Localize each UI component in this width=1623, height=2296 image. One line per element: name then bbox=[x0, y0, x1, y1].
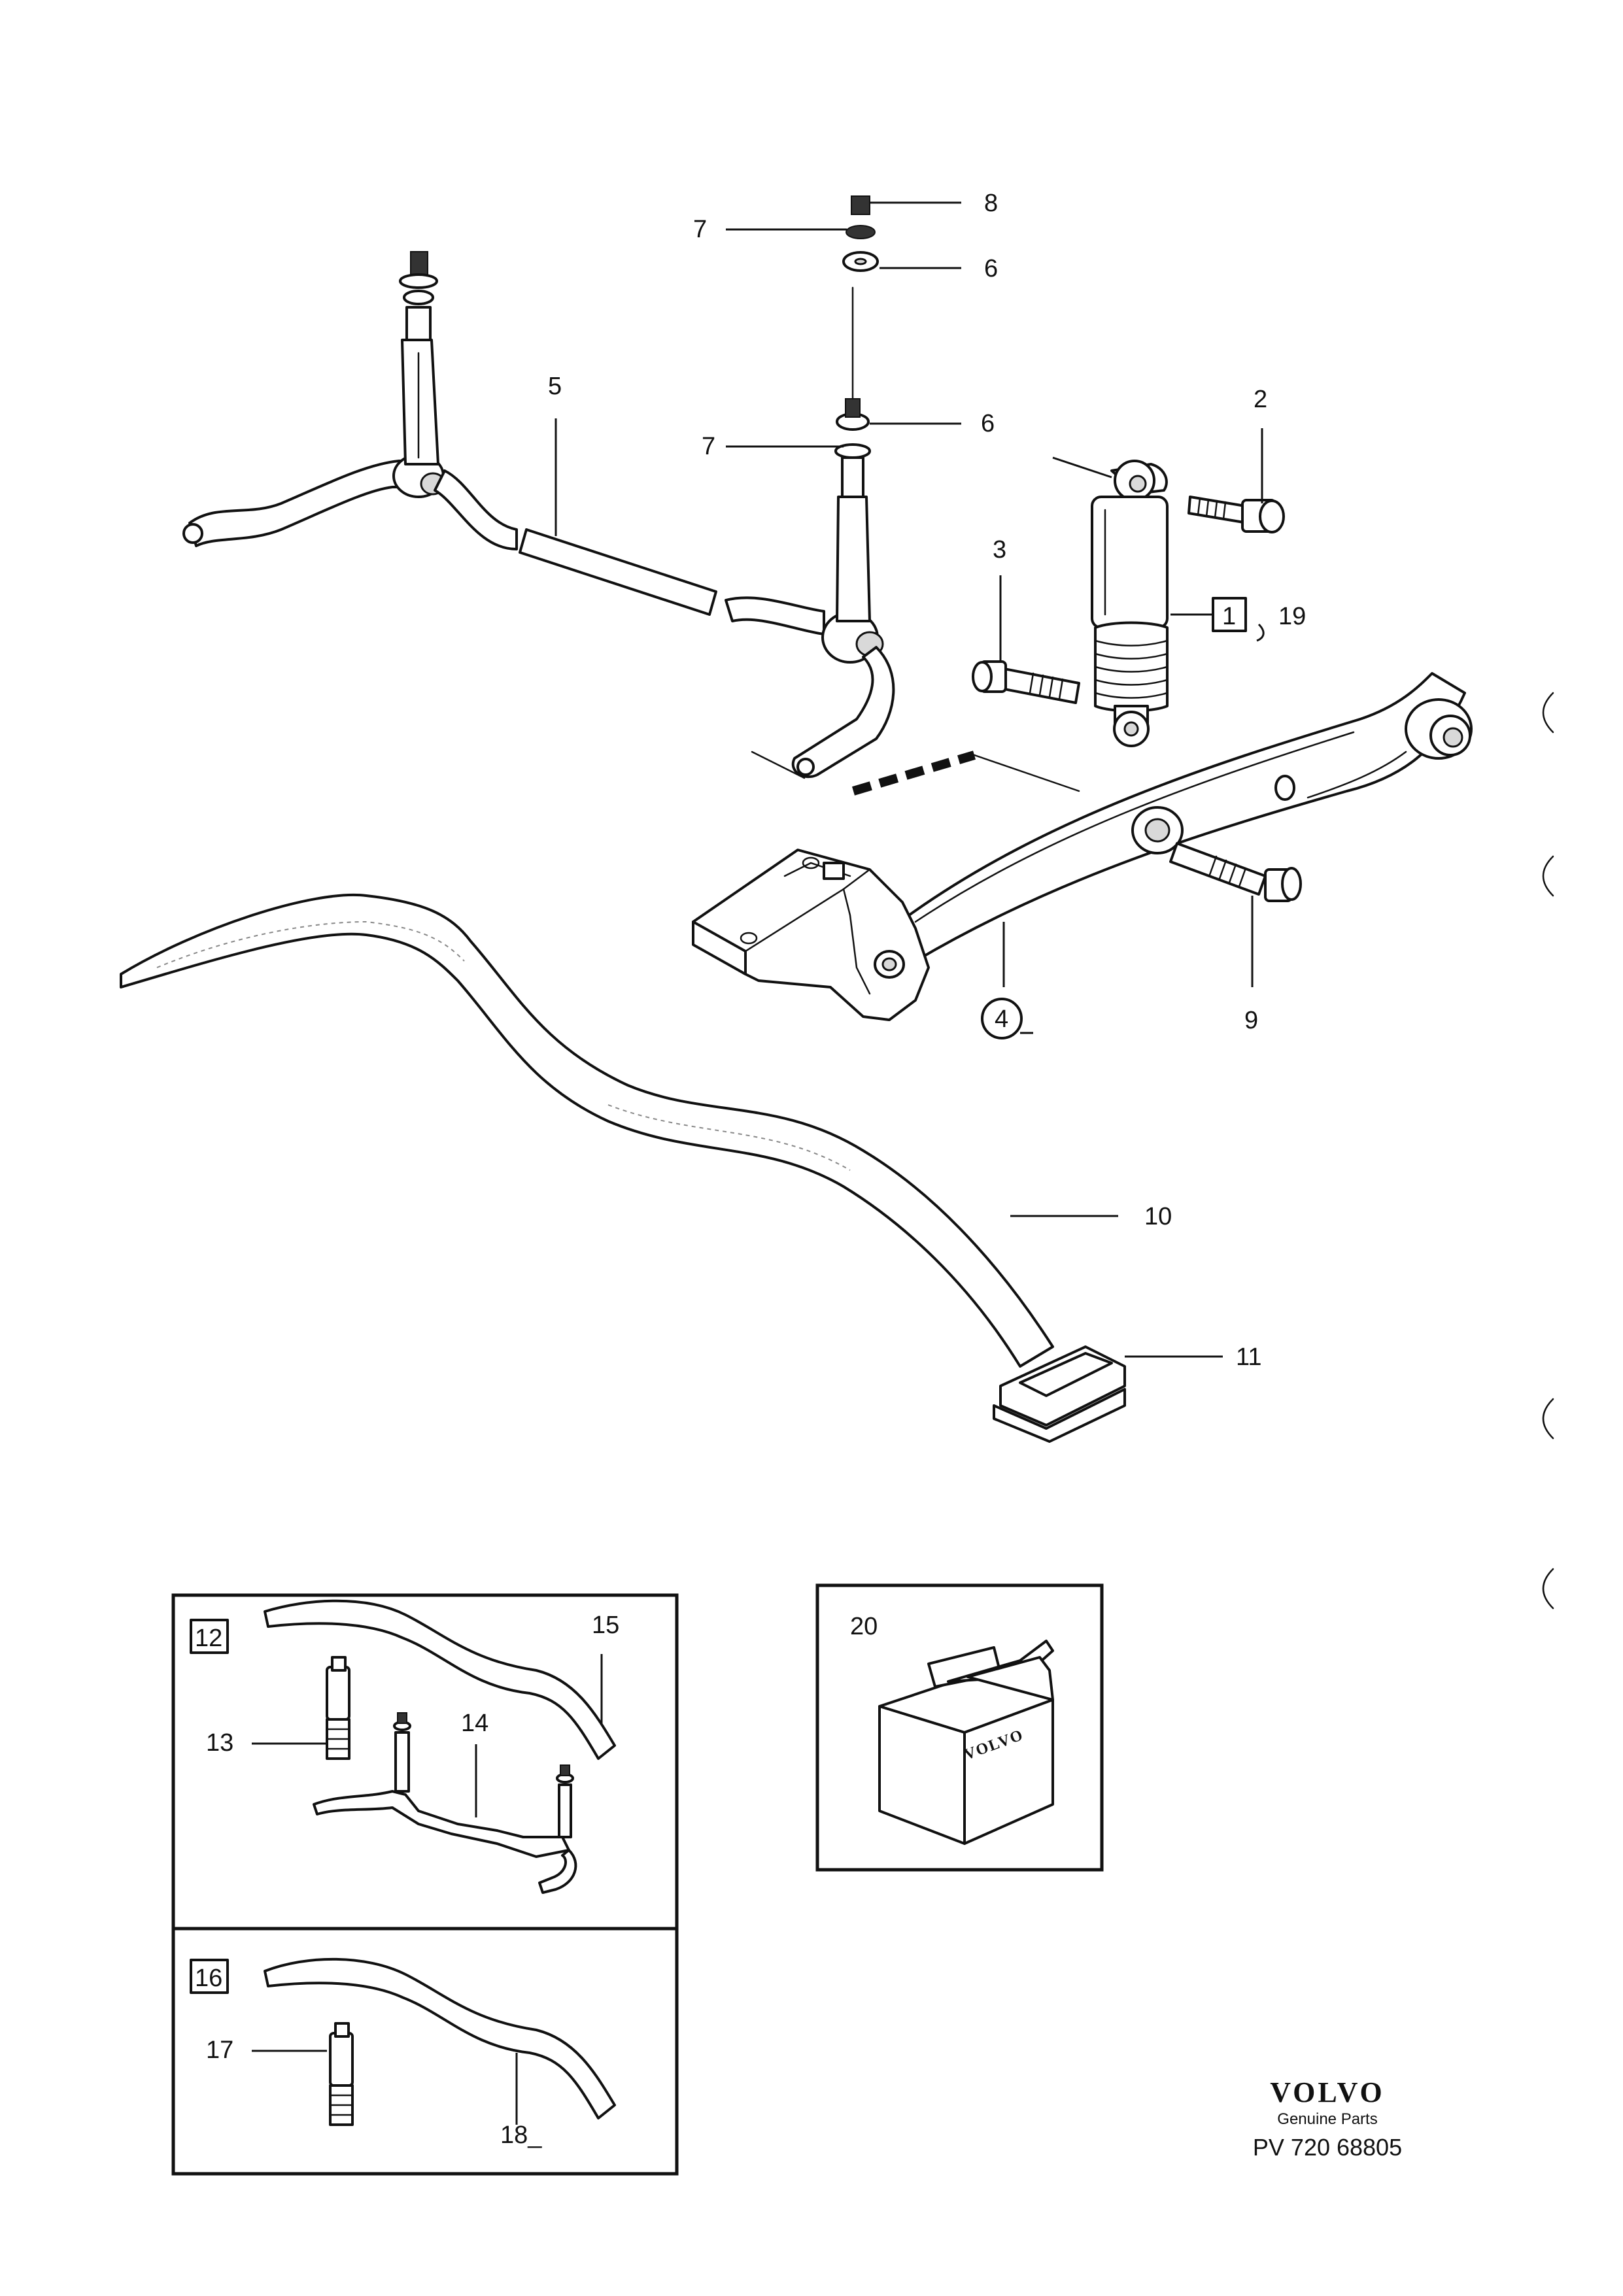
leader-lines bbox=[555, 201, 1265, 1358]
label-box-1: 1 bbox=[1222, 603, 1236, 630]
label-11: 11 bbox=[1236, 1343, 1261, 1371]
footer-brand: VOLVO bbox=[1270, 2076, 1385, 2108]
footer: VOLVO Genuine Parts PV 720 68805 bbox=[1229, 2076, 1426, 2161]
leaf-spring bbox=[120, 893, 1054, 1368]
label-17: 17 bbox=[206, 2036, 233, 2064]
margin-marks bbox=[1542, 692, 1554, 1610]
footer-code: PV 720 68805 bbox=[1252, 2134, 1403, 2161]
label-6b: 6 bbox=[981, 410, 995, 437]
label-3: 3 bbox=[993, 536, 1006, 564]
label-12: 12 bbox=[195, 1625, 222, 1652]
shock-absorber bbox=[972, 460, 1285, 747]
label-14: 14 bbox=[461, 1710, 488, 1737]
spring-pad bbox=[993, 1345, 1126, 1443]
label-4: 4 bbox=[995, 1005, 1008, 1033]
label-9: 9 bbox=[1244, 1007, 1258, 1034]
label-5: 5 bbox=[548, 373, 562, 400]
label-16: 16 bbox=[195, 1965, 222, 1992]
label-10: 10 bbox=[1144, 1203, 1172, 1230]
label-2: 2 bbox=[1254, 386, 1267, 413]
label-20: 20 bbox=[850, 1613, 878, 1640]
callout-labels: 8 7 6 5 6 7 2 3 1 19 4 9 10 11 bbox=[548, 190, 1306, 1371]
stabilizer-bar bbox=[182, 195, 895, 779]
label-13: 13 bbox=[206, 1729, 233, 1757]
callout-box-1 bbox=[1212, 597, 1247, 632]
axle-beam bbox=[692, 672, 1473, 1021]
label-7a: 7 bbox=[693, 216, 707, 243]
kit-panel-20: 20 VOLVO bbox=[815, 1583, 1104, 1872]
label-6a: 6 bbox=[984, 255, 998, 282]
callout-circle-4 bbox=[981, 998, 1023, 1039]
label-19: 19 bbox=[1278, 603, 1306, 630]
kit-panel-12: 12 15 13 14 bbox=[171, 1593, 679, 1931]
footer-subtitle: Genuine Parts bbox=[1277, 2110, 1378, 2128]
label-15: 15 bbox=[592, 1612, 619, 1639]
label-7b: 7 bbox=[702, 433, 715, 460]
kit-panel-16: 16 17 18_ bbox=[171, 1927, 679, 2176]
label-18: 18_ bbox=[500, 2121, 542, 2149]
label-8: 8 bbox=[984, 190, 998, 217]
